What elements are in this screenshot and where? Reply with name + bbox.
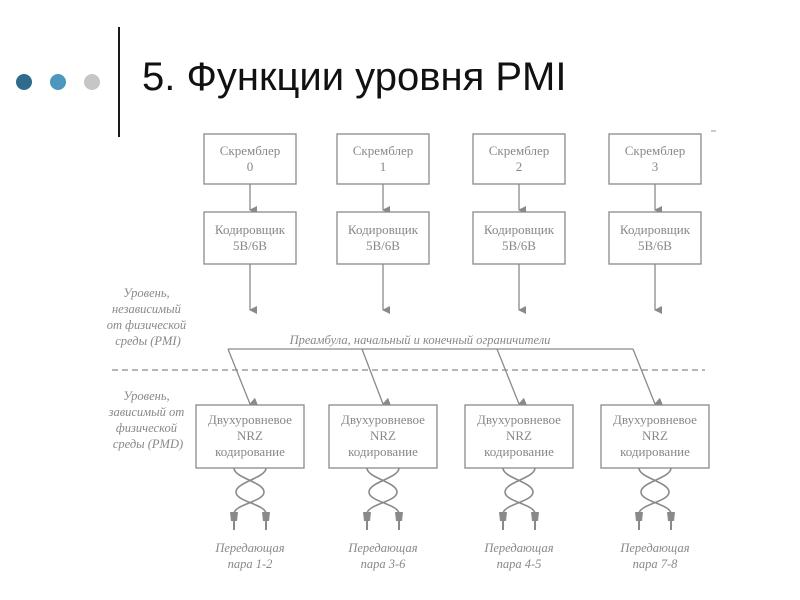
twisted-pair-wire (640, 467, 672, 515)
nrz-label: Двухуровневое (208, 412, 292, 427)
pair-label: Передающая (347, 541, 417, 555)
preamble-label: Преамбула, начальный и конечный ограничи… (289, 333, 551, 347)
nrz-label: кодирование (620, 444, 690, 459)
connector-plug-icon (395, 512, 403, 530)
scrambler-number: 1 (380, 159, 387, 174)
nrz-box (328, 404, 438, 469)
pair-number: пара 1-2 (228, 557, 273, 571)
bullet-dot-mid (50, 74, 66, 90)
twisted-pair-wire (368, 467, 400, 515)
coder-format: 5B/6B (366, 238, 400, 253)
scrambler-label: Скремблер (625, 143, 686, 158)
pmi-label-line: среды (PMI) (115, 334, 181, 348)
pmi-label-line: независимый (112, 302, 182, 316)
connector-plug-icon (531, 512, 539, 530)
connector-plug-icon (262, 512, 270, 530)
twisted-pair-wire (366, 467, 398, 515)
coder-label: Кодировщик (215, 222, 286, 237)
scrambler-box (203, 133, 297, 185)
pair-number: пара 4-5 (497, 557, 542, 571)
pmi-label-line: от физической (107, 318, 187, 332)
scrambler-label: Скремблер (220, 143, 281, 158)
nrz-label: кодирование (215, 444, 285, 459)
pmd-label-line: зависимый от (108, 405, 185, 419)
pmd-label-line: Уровень, (123, 389, 169, 403)
arrow-preamble-to-nrz (632, 348, 663, 406)
scrambler-number: 3 (652, 159, 659, 174)
scrambler-number: 0 (247, 159, 254, 174)
scrambler-label: Скремблер (489, 143, 550, 158)
twisted-pair-wire (233, 467, 265, 515)
pmd-label-line: среды (PMD) (113, 437, 183, 451)
scrambler-label: Скремблер (353, 143, 414, 158)
coder-label: Кодировщик (620, 222, 691, 237)
coder-label: Кодировщик (484, 222, 555, 237)
slide-title: 5. Функции уровня PMI (142, 55, 567, 99)
nrz-code: NRZ (642, 428, 668, 443)
scrambler-number: 2 (516, 159, 523, 174)
bullet-dot-dark (16, 74, 32, 90)
connector-plug-icon (635, 512, 643, 530)
nrz-box (600, 404, 710, 469)
coder-box (472, 211, 566, 265)
nrz-box (195, 404, 305, 469)
pmi-label-line: Уровень, (123, 286, 169, 300)
title-divider (118, 27, 120, 137)
nrz-label: кодирование (484, 444, 554, 459)
pair-label: Передающая (619, 541, 689, 555)
coder-box (608, 211, 702, 265)
nrz-label: Двухуровневое (613, 412, 697, 427)
pmd-label-line: физической (116, 421, 178, 435)
nrz-code: NRZ (370, 428, 396, 443)
pair-label: Передающая (214, 541, 284, 555)
arrow-preamble-to-nrz (227, 348, 258, 406)
connector-plug-icon (363, 512, 371, 530)
twisted-pair-wire (235, 467, 267, 515)
connector-plug-icon (667, 512, 675, 530)
connector-plug-icon (499, 512, 507, 530)
nrz-code: NRZ (237, 428, 263, 443)
coder-format: 5B/6B (502, 238, 536, 253)
coder-format: 5B/6B (638, 238, 672, 253)
bullet-dot-light (84, 74, 100, 90)
nrz-label: Двухуровневое (341, 412, 425, 427)
pmd-label: Уровень, зависимый от физической среды (… (108, 389, 188, 451)
scrambler-box (472, 133, 566, 185)
coder-box (336, 211, 430, 265)
twisted-pair-wire (638, 467, 670, 515)
arrow-preamble-to-nrz (361, 348, 391, 406)
twisted-pair-wire (504, 467, 536, 515)
nrz-box (464, 404, 574, 469)
scrambler-box (336, 133, 430, 185)
connector-plug-icon (230, 512, 238, 530)
nrz-label: Двухуровневое (477, 412, 561, 427)
scrambler-box (608, 133, 702, 185)
nrz-code: NRZ (506, 428, 532, 443)
twisted-pair-wire (502, 467, 534, 515)
nrz-label: кодирование (348, 444, 418, 459)
pair-label: Передающая (483, 541, 553, 555)
pmi-label: Уровень, независимый от физической среды… (107, 286, 190, 348)
arrow-preamble-to-nrz (496, 348, 527, 406)
pair-number: пара 7-8 (633, 557, 679, 571)
coder-format: 5B/6B (233, 238, 267, 253)
pair-number: пара 3-6 (361, 557, 407, 571)
coder-label: Кодировщик (348, 222, 419, 237)
